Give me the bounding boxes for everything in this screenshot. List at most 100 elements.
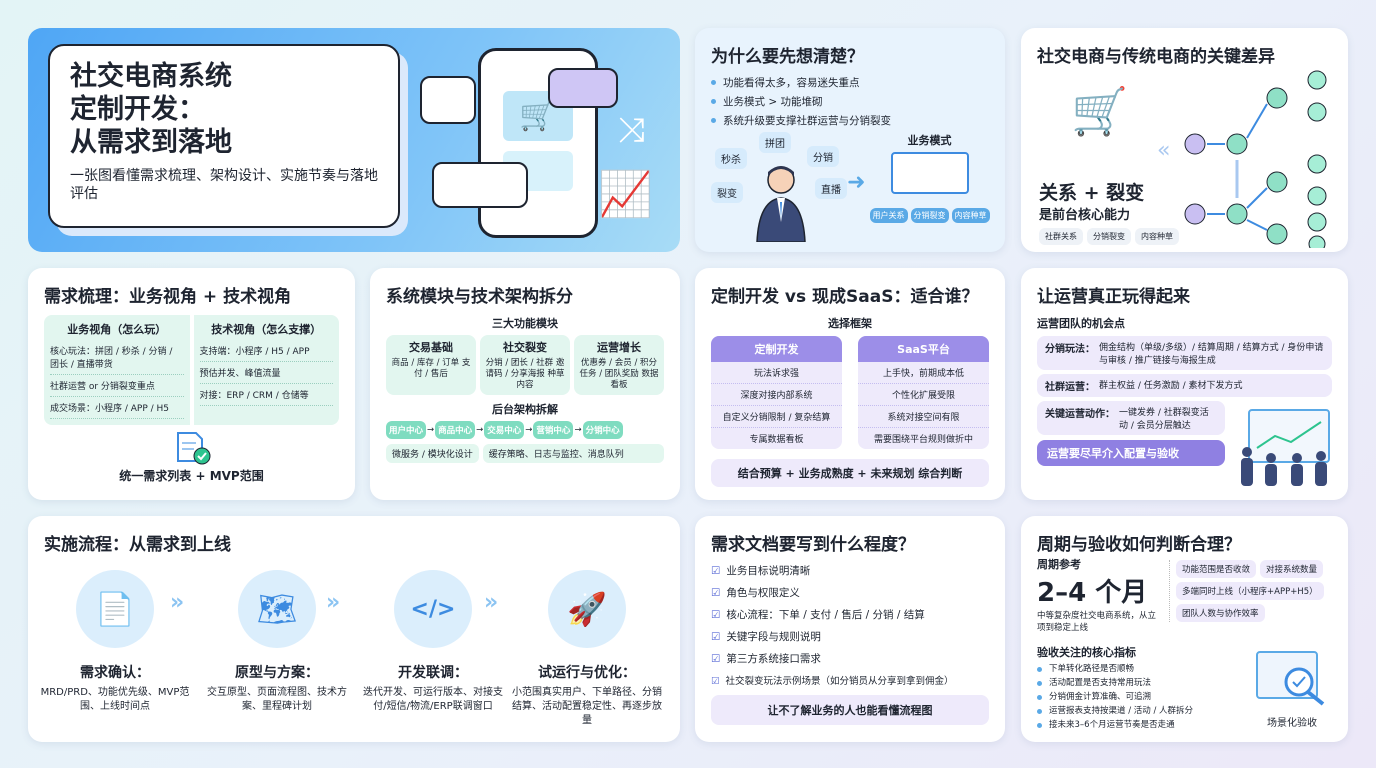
factor-tag: 团队人数与协作效率 [1176,604,1265,622]
saas-header: SaaS平台 [858,336,989,362]
diff-card: 社交电商与传统电商的关键差异 🛒 关系 + 裂变 是前台核心能力 社群关系 分销… [1021,28,1348,252]
diff-tag: 社群关系 [1039,228,1083,245]
hero-title-line: 社交电商系统 [70,61,232,92]
team-dashboard-illustration [1241,409,1330,486]
modules-title: 三大功能模块 [492,317,558,330]
arch-note: 缓存策略、日志与监控、消息队列 [482,444,664,463]
checkbox-icon: ☑ [711,565,721,577]
doc-item-text: 核心流程：下单 / 支付 / 售后 / 分销 / 结算 [726,609,925,621]
chat-bubble-icon [420,76,476,124]
custom-row: 玩法诉求强 [711,362,842,384]
biz-title: 业务视角（怎么玩） [67,323,167,336]
why-title: 为什么要先想清楚？ [711,47,864,67]
req-title: 需求梳理：业务视角 + 技术视角 [44,287,292,307]
doc-item: ☑社交裂变玩法示例场景（如分销员从分享到拿到佣金） [711,673,989,687]
diagram-box: 用户关系 [869,208,908,223]
doc-item-text: 关键字段与规则说明 [726,631,821,643]
chevrons-right-icon: » [326,590,341,615]
doc-item: ☑第三方系统接口需求 [711,651,989,666]
biz-row: 社群运营 or 分销裂变重点 [50,375,184,397]
tech-title: 技术视角（怎么支撑） [211,323,322,336]
hero-subtitle: 一张图看懂需求梳理、架构设计、实施节奏与落地评估 [70,168,378,202]
module-box: 社交裂变分销 / 团长 / 社群 邀请码 / 分享海报 种草内容 [480,335,570,395]
module-name: 交易基础 [409,341,453,354]
magnifier-dashboard-icon [1256,651,1325,706]
arrow-icon: → [427,425,435,435]
document-check-icon [176,432,210,465]
req-result: 统一需求列表 + MVP范围 [119,469,264,483]
bubble: 拼团 [759,132,791,153]
factor-tag: 对接系统数量 [1260,560,1324,578]
checkbox-icon: ☑ [711,653,721,665]
ops-item-label: 关键运营动作： [1045,409,1115,420]
flow-step: </>开发联调：迭代开发、可运行版本、对接支付/短信/物流/ERP联调窗口 [358,570,508,714]
hero-banner: 社交电商系统 定制开发： 从需求到落地 一张图看懂需求梳理、架构设计、实施节奏与… [28,28,680,252]
arch-title: 系统模块与技术架构拆分 [386,287,573,307]
ops-item: 社群运营：群主权益 / 任务激励 / 素材下发方式 [1037,374,1332,397]
saas-row: 个性化扩展受限 [858,384,989,406]
module-desc: 分销 / 团长 / 社群 邀请码 / 分享海报 种草内容 [485,358,565,390]
referral-network-icon [1184,70,1327,248]
diagram-box: 分销裂变 [910,208,949,223]
module-desc: 优惠券 / 会员 / 积分任务 / 团队奖励 数据看板 [579,358,659,390]
factor-tag: 功能范围是否收敛 [1176,560,1257,578]
metric-item: 运营报表支持按渠道 / 活动 / 人群拆分 [1037,704,1243,716]
ops-item: 关键运营动作：一键发券 / 社群裂变活动 / 会员分层触达 [1037,401,1225,435]
arrow-right-icon: ➜ [847,170,866,195]
flow-step: 🗺原型与方案：交互原型、页面流程图、技术方案、里程碑计划 [202,570,352,714]
doc-item-text: 社交裂变玩法示例场景（如分销员从分享到拿到佣金） [725,676,954,687]
center-box: 商品中心 [435,421,476,439]
saas-conclusion: 结合预算 + 业务成熟度 + 未来规划 综合判断 [711,459,989,487]
ops-footer: 运营要尽早介入配置与验收 [1037,440,1225,466]
blueprint-icon: 🗺 [238,570,316,648]
metrics-title: 验收关注的核心指标 [1037,646,1136,659]
flow-step: 📄需求确认：MRD/PRD、功能优先级、MVP范围、上线时间点 [40,570,190,714]
step-title: 试运行与优化： [538,665,636,681]
bubble: 直播 [815,178,847,199]
growth-chart-icon: 📈 [598,169,653,220]
business-view-panel: 业务视角（怎么玩） 核心玩法：拼团 / 秒杀 / 分销 / 团长 / 直播带货 … [44,315,190,425]
tech-row: 对接：ERP / CRM / 仓储等 [199,384,333,406]
thinking-person-illustration: 拼团 秒杀 分销 裂变 直播 [711,132,851,242]
diff-tag: 分销裂变 [1087,228,1131,245]
biz-row: 核心玩法：拼团 / 秒杀 / 分销 / 团长 / 直播带货 [50,340,184,375]
saas-row: 系统对接空间有限 [858,406,989,428]
custom-row: 深度对接内部系统 [711,384,842,406]
arrow-icon: → [476,425,484,435]
why-bullet: 系统升级要支撑社群运营与分销裂变 [711,113,989,128]
module-box: 交易基础商品 / 库存 / 订单 支付 / 售后 [386,335,476,395]
share-icon: ⤨ [618,110,646,150]
chevron-left-icon: « [1157,138,1171,163]
flow-card: 实施流程：从需求到上线 📄需求确认：MRD/PRD、功能优先级、MVP范围、上线… [28,516,680,742]
ops-item-label: 社群运营： [1045,382,1095,393]
chevrons-right-icon: » [484,590,499,615]
ops-item-text: 佣金结构（单级/多级）/ 结算周期 / 结算方式 / 身份申请与审核 / 推广链… [1099,343,1324,366]
diff-headline: 关系 + 裂变 [1039,182,1145,204]
requirements-card: 需求梳理：业务视角 + 技术视角 业务视角（怎么玩） 核心玩法：拼团 / 秒杀 … [28,268,355,500]
saas-row: 需要围绕平台规则做折中 [873,435,973,445]
bubble: 秒杀 [715,148,747,169]
checkbox-icon: ☑ [711,587,721,599]
doc-item-text: 业务目标说明清晰 [726,565,811,577]
saas-column: SaaS平台 上手快，前期成本低 个性化扩展受限 系统对接空间有限 需要围绕平台… [858,336,989,449]
doc-item: ☑ 业务目标说明清晰 [711,563,989,578]
checkbox-icon: ☑ [711,609,721,621]
ops-subtitle: 运营团队的机会点 [1037,317,1125,330]
module-name: 社交裂变 [503,341,547,354]
step-desc: 交互原型、页面流程图、技术方案、里程碑计划 [207,687,347,712]
document-clock-icon: 📄 [76,570,154,648]
module-box: 运营增长优惠券 / 会员 / 积分任务 / 团队奖励 数据看板 [574,335,664,395]
step-desc: 小范围真实用户、下单路径、分销结算、活动配置稳定性、再逐步放量 [512,687,662,726]
tech-view-panel: 技术视角（怎么支撑） 支持端：小程序 / H5 / APP 预估并发、峰值流量 … [193,315,339,425]
ops-card: 让运营真正玩得起来 运营团队的机会点 分销玩法：佣金结构（单级/多级）/ 结算周… [1021,268,1348,500]
doc-item: ☑ 核心流程：下单 / 支付 / 售后 / 分销 / 结算 [711,607,989,622]
custom-header: 定制开发 [711,336,842,362]
metric-item: 下单转化路径是否顺畅 [1037,662,1243,674]
diagram-box: 内容种草 [951,208,990,223]
tech-row: 支持端：小程序 / H5 / APP [199,340,333,362]
hero-title-line: 从需求到落地 [70,127,232,158]
person-icon [756,166,806,242]
ops-title: 让运营真正玩得起来 [1037,287,1190,307]
why-bullet: 业务模式 > 功能堆砌 [711,94,989,109]
rocket-icon: 🚀 [548,570,626,648]
